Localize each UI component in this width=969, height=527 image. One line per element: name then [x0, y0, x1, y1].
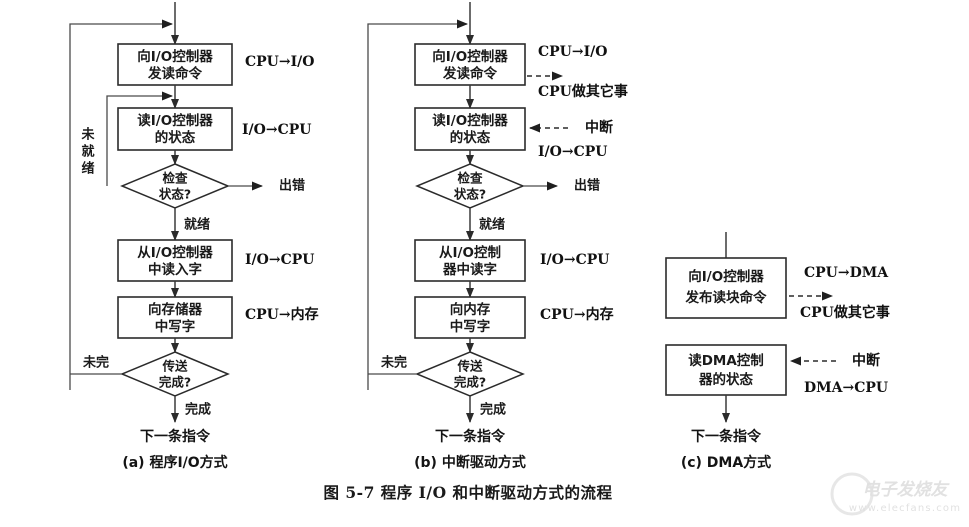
node-b1-line1: 向I/O控制器 [432, 48, 508, 65]
label-c-side4: DMA→CPU [804, 380, 888, 396]
label-a-side2: I/O→CPU [242, 122, 311, 138]
node-b4-line2: 器中读字 [442, 261, 497, 278]
node-a6-line1: 传送 [161, 359, 188, 374]
column-dma: 向I/O控制器 发布读块命令 读DMA控制 器的状态 下一条指令 CPU→DMA… [665, 232, 890, 471]
node-b4-line1: 从I/O控制 [439, 244, 501, 261]
watermark-text-cn: 电子发烧友 [863, 480, 951, 500]
node-b5 [414, 296, 526, 339]
label-c-side1: CPU→DMA [804, 265, 889, 281]
node-a6-line2: 完成? [159, 375, 191, 390]
node-a4-line2: 中读入字 [148, 261, 202, 278]
label-a-done: 完成 [185, 402, 211, 418]
label-b-side2: CPU做其它事 [538, 83, 628, 100]
label-b-ready: 就绪 [479, 217, 505, 233]
label-b-done: 完成 [480, 402, 506, 418]
node-b2-line2: 的状态 [450, 129, 491, 146]
label-c-side3: 中断 [852, 352, 880, 369]
watermark-logo-icon [830, 472, 874, 516]
label-a-ready: 就绪 [184, 217, 210, 233]
label-b-side5: I/O→CPU [540, 252, 609, 268]
node-b2-line1: 读I/O控制器 [432, 112, 508, 129]
node-a4-line1: 从I/O控制器 [137, 244, 213, 261]
label-b-notdone: 未完 [380, 355, 407, 371]
node-a5-line1: 向存储器 [148, 301, 202, 318]
node-a2-line1: 读I/O控制器 [137, 112, 213, 129]
label-a-side4: CPU→内存 [245, 306, 319, 323]
subcaption-b: (b) 中断驱动方式 [414, 454, 526, 471]
label-a-notready-3: 绪 [81, 161, 94, 177]
label-b-side6: CPU→内存 [540, 306, 614, 323]
node-c2-line1: 读DMA控制 [688, 352, 764, 369]
node-a7: 下一条指令 [140, 428, 211, 445]
node-c3: 下一条指令 [691, 428, 762, 445]
label-b-error: 出错 [574, 178, 600, 194]
watermark: 电子发烧友 www.elecfans.com [830, 472, 961, 516]
node-a2-line2: 的状态 [155, 129, 196, 146]
figure-caption: 图 5-7 程序 I/O 和中断驱动方式的流程 [323, 483, 612, 502]
node-b5-line1: 向内存 [450, 301, 491, 318]
label-b-side4: I/O→CPU [538, 144, 607, 160]
node-a3-line1: 检查 [162, 171, 188, 186]
watermark-text-url: www.elecfans.com [849, 503, 961, 514]
subcaption-a: (a) 程序I/O方式 [122, 454, 227, 471]
label-b-side3: 中断 [585, 119, 613, 136]
column-interrupt-driven: 向I/O控制器 发读命令 读I/O控制器 的状态 检查 状态? 出错 就绪 从I… [367, 2, 628, 471]
node-b1-line2: 发读命令 [442, 65, 497, 82]
label-a-notdone: 未完 [82, 355, 109, 371]
b-loop-notdone [367, 19, 468, 390]
node-a5-line2: 中写字 [155, 318, 196, 335]
node-c2-line2: 器的状态 [698, 371, 753, 388]
node-a3-line2: 状态? [159, 187, 191, 202]
label-a-side3: I/O→CPU [245, 252, 314, 268]
node-b6-line2: 完成? [454, 375, 486, 390]
node-c1-line1: 向I/O控制器 [688, 268, 764, 285]
node-a1-line2: 发读命令 [147, 65, 202, 82]
node-a2 [117, 107, 233, 151]
node-b6-line1: 传送 [456, 359, 483, 374]
label-a-side1: CPU→I/O [245, 54, 314, 70]
node-b1 [414, 43, 526, 86]
node-c1-line2: 发布读块命令 [685, 289, 767, 306]
label-c-side2: CPU做其它事 [800, 304, 890, 321]
node-b5-line2: 中写字 [450, 318, 491, 335]
node-a5 [117, 296, 233, 339]
node-a1-line1: 向I/O控制器 [137, 48, 213, 65]
node-b3-line2: 状态? [454, 187, 486, 202]
node-c1 [665, 257, 787, 319]
node-b3-line1: 检查 [457, 171, 483, 186]
label-a-error: 出错 [279, 178, 305, 194]
a-loop-notready [106, 91, 173, 186]
label-a-notready-1: 未 [80, 127, 95, 143]
label-a-notready-2: 就 [81, 144, 94, 160]
node-b7: 下一条指令 [435, 428, 506, 445]
column-program-io: 向I/O控制器 发读命令 读I/O控制器 的状态 检查 状态? 出错 就绪 从I… [69, 2, 319, 471]
subcaption-c: (c) DMA方式 [681, 454, 771, 471]
node-b4 [414, 239, 526, 282]
a-loop-notdone [69, 19, 173, 390]
label-b-side1: CPU→I/O [538, 44, 607, 60]
